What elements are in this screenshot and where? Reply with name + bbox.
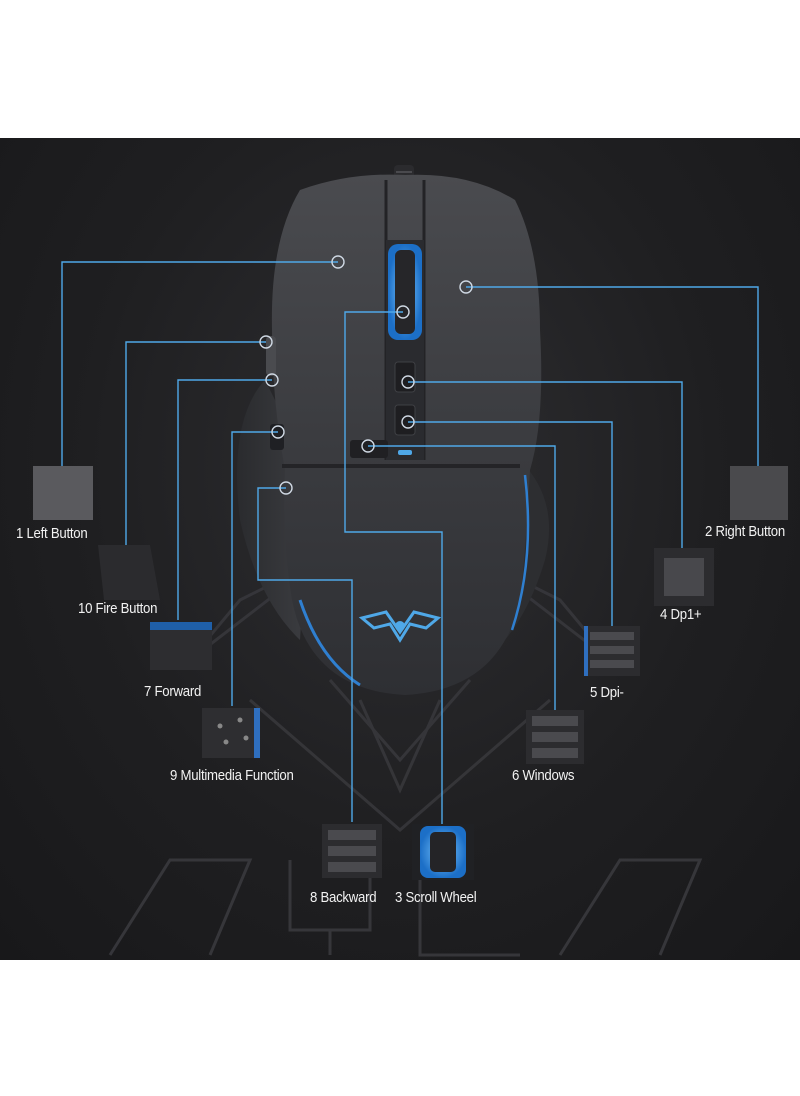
label-scroll-wheel: 3 Scroll Wheel	[395, 889, 477, 906]
detail-thumbnails	[33, 466, 788, 880]
mouse-body	[237, 165, 550, 696]
label-dpi-plus: 4 Dp1+	[660, 606, 702, 623]
thumb-dpi-minus	[584, 626, 640, 676]
leader-windows	[368, 445, 556, 710]
brand-wordmark-shapes	[108, 858, 703, 957]
label-backward: 8 Backward	[310, 889, 377, 906]
thumb-right-button	[730, 466, 788, 520]
thumb-windows	[526, 710, 584, 764]
label-right-button: 2 Right Button	[705, 523, 785, 540]
leader-multimedia	[231, 431, 278, 706]
label-fire-button: 10 Fire Button	[78, 600, 158, 617]
leader-dpi-plus	[408, 381, 683, 548]
thumb-fire-button	[98, 545, 160, 600]
callout-markers	[259, 255, 473, 495]
thumb-dpi-plus	[654, 548, 714, 606]
label-dpi-minus: 5 Dpi-	[590, 684, 624, 701]
leader-scroll-wheel	[344, 311, 443, 824]
leader-backward	[257, 487, 353, 822]
thumb-backward	[322, 824, 382, 878]
leader-left-button	[61, 261, 338, 466]
leader-right-button	[466, 286, 759, 466]
label-windows: 6 Windows	[512, 767, 575, 784]
thumb-multimedia	[202, 708, 260, 758]
brand-logo-icon	[358, 610, 442, 643]
label-forward: 7 Forward	[144, 683, 202, 700]
thumb-forward	[150, 622, 212, 670]
label-multimedia: 9 Multimedia Function	[170, 767, 294, 784]
leader-forward	[177, 379, 272, 620]
thumb-scroll-wheel	[412, 824, 474, 880]
label-left-button: 1 Left Button	[16, 525, 88, 542]
leader-lines	[61, 261, 759, 824]
thumb-left-button	[33, 466, 93, 520]
leader-dpi-minus	[408, 421, 613, 626]
leader-fire-button	[125, 341, 266, 545]
